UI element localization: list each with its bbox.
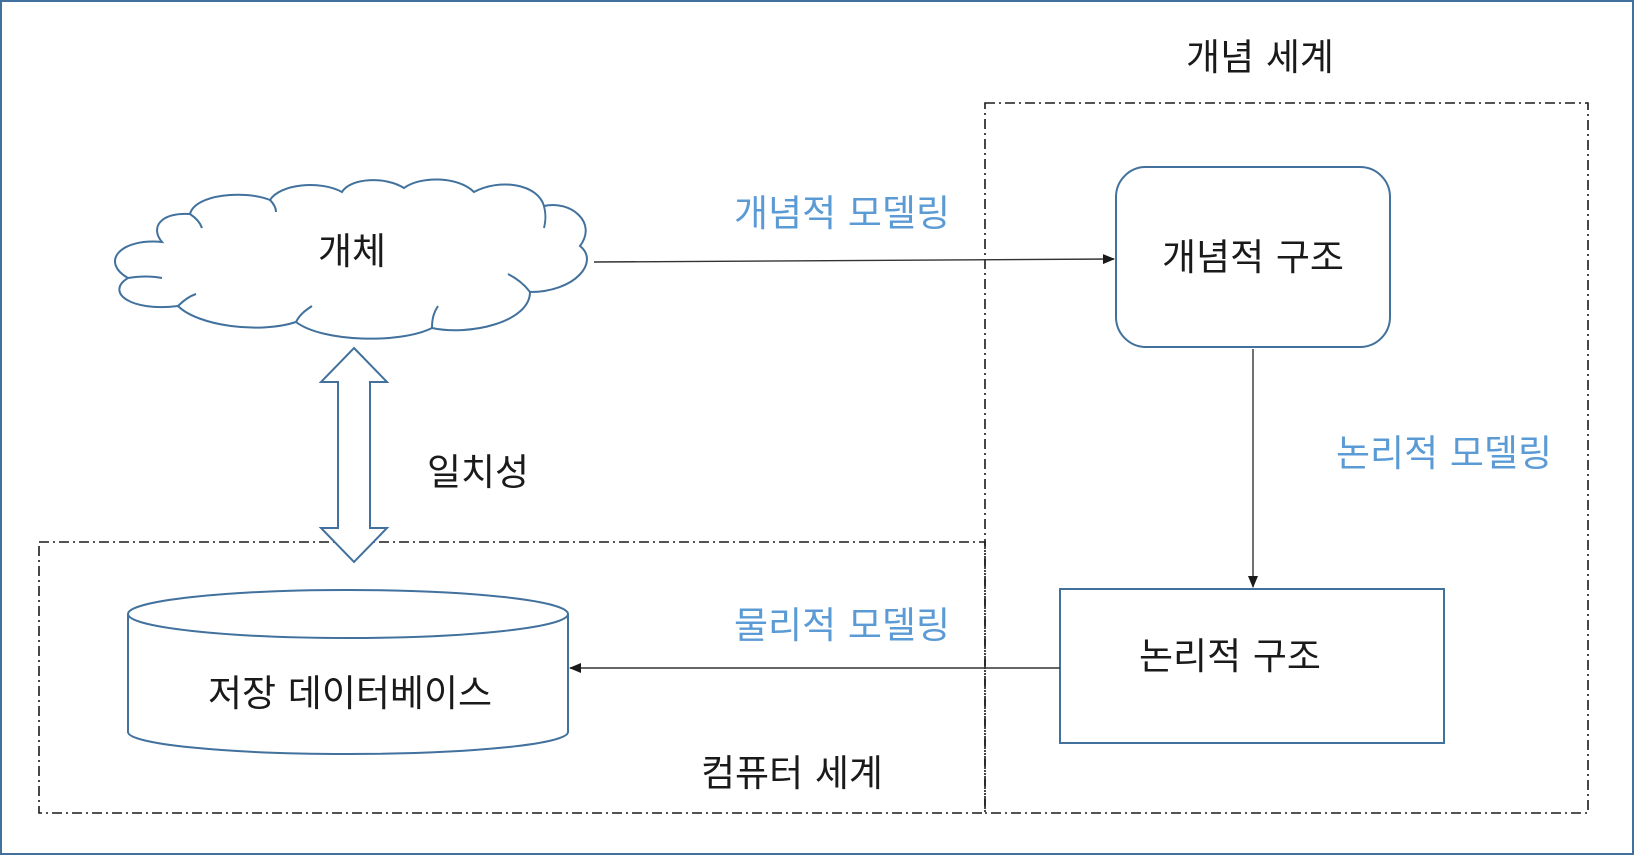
entity-label: 개체 <box>318 230 386 273</box>
conceptual-structure-box <box>1115 166 1391 348</box>
conceptual-modeling-arrow <box>593 254 1115 265</box>
logical-modeling-label: 논리적 모델링 <box>1336 432 1552 475</box>
computer-world-label: 컴퓨터 세계 <box>701 752 883 795</box>
logical-structure-box <box>1059 588 1445 744</box>
computer-world-region <box>38 541 986 814</box>
database-cylinder <box>127 589 569 755</box>
conceptual-world-label: 개념 세계 <box>1186 36 1334 79</box>
entity-cloud <box>114 178 588 340</box>
conceptual-world-region <box>984 102 1589 814</box>
database-label: 저장 데이터베이스 <box>208 672 492 715</box>
physical-modeling-label: 물리적 모델링 <box>734 604 950 647</box>
consistency-double-arrow <box>318 346 390 564</box>
consistency-label: 일치성 <box>427 451 529 494</box>
conceptual-modeling-label: 개념적 모델링 <box>734 192 950 235</box>
conceptual-structure-label: 개념적 구조 <box>1162 236 1344 279</box>
logical-structure-label: 논리적 구조 <box>1139 635 1321 678</box>
